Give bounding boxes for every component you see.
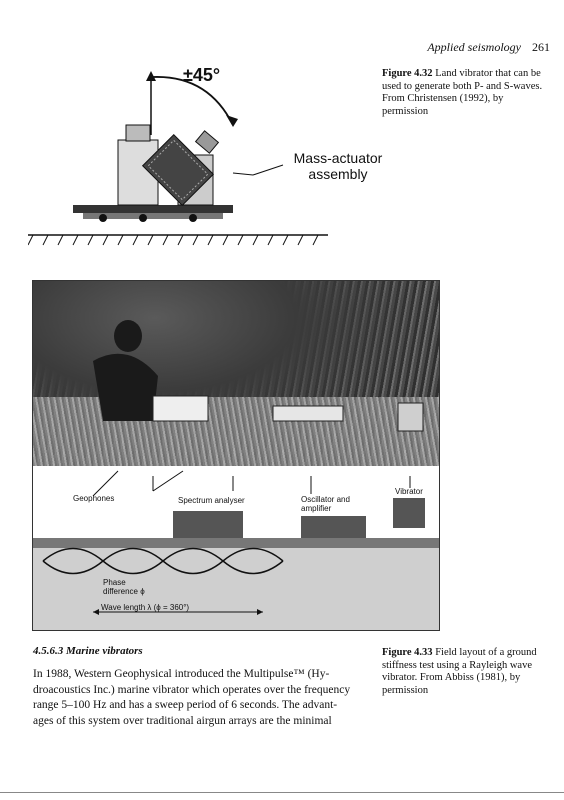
- mass-actuator-label-line-2: assembly: [308, 166, 368, 182]
- figure-4-32-caption: Figure 4.32 Land vibrator that can be us…: [382, 68, 552, 118]
- vibrator-label: Vibrator: [395, 487, 423, 496]
- mass-actuator-label-line-1: Mass-actuator: [293, 150, 383, 166]
- figure-4-33-caption: Figure 4.33 Field layout of a ground sti…: [382, 647, 552, 697]
- section-heading: 4.5.6.3 Marine vibrators: [33, 645, 143, 657]
- oscillator-label-line-1: Oscillator and: [301, 495, 350, 504]
- phase-label-line-1: Phase: [103, 578, 126, 587]
- mass-actuator-label: Mass-actuator assembly: [283, 150, 393, 182]
- figure-4-32-caption-text: Land vibrator that can be used to genera…: [382, 68, 543, 117]
- body-line: In 1988, Western Geophysical introduced …: [33, 668, 330, 680]
- field-equipment-illustration: [93, 320, 424, 432]
- running-title: Applied seismology: [427, 40, 521, 54]
- oscillator-label-line-2: amplifier: [301, 504, 332, 513]
- page-bottom-rule: [0, 792, 564, 793]
- figure-4-32-caption-label: Figure 4.32: [382, 68, 433, 79]
- land-vibrator-illustration: [27, 71, 328, 246]
- body-line: range 5–100 Hz and has a sweep period of…: [33, 699, 338, 711]
- running-header: Applied seismology 261: [380, 40, 550, 55]
- grass-area: [33, 397, 439, 467]
- section-number: 4.5.6.3: [33, 645, 64, 657]
- schematic-drawing: [33, 470, 439, 630]
- rotation-angle-label: ±45°: [183, 65, 221, 85]
- figure-4-32-drawing: ±45° Mass-actuator assembly: [27, 55, 382, 250]
- wavelength-label: Wave length λ (ϕ = 360°): [101, 603, 190, 612]
- page-number: 261: [532, 40, 550, 54]
- figure-4-33-caption-text: Field layout of a ground stiffness test …: [382, 647, 537, 696]
- section-title: Marine vibrators: [66, 645, 143, 657]
- body-paragraph: In 1988, Western Geophysical introduced …: [33, 667, 373, 729]
- figure-4-33-caption-label: Figure 4.33: [382, 647, 433, 658]
- field-photo: [32, 280, 440, 468]
- oscillator-label: Oscillator and amplifier: [301, 495, 350, 513]
- body-line: ages of this system over traditional air…: [33, 714, 332, 727]
- geophones-label: Geophones: [73, 494, 115, 503]
- phase-label-line-2: difference ϕ: [103, 587, 145, 596]
- field-layout-schematic: Geophones Spectrum analyser Oscillator a…: [32, 466, 440, 631]
- phase-label: Phase difference ϕ: [103, 578, 145, 596]
- body-line: droacoustics Inc.) marine vibrator which…: [33, 683, 351, 696]
- spectrum-analyser-label: Spectrum analyser: [178, 496, 245, 505]
